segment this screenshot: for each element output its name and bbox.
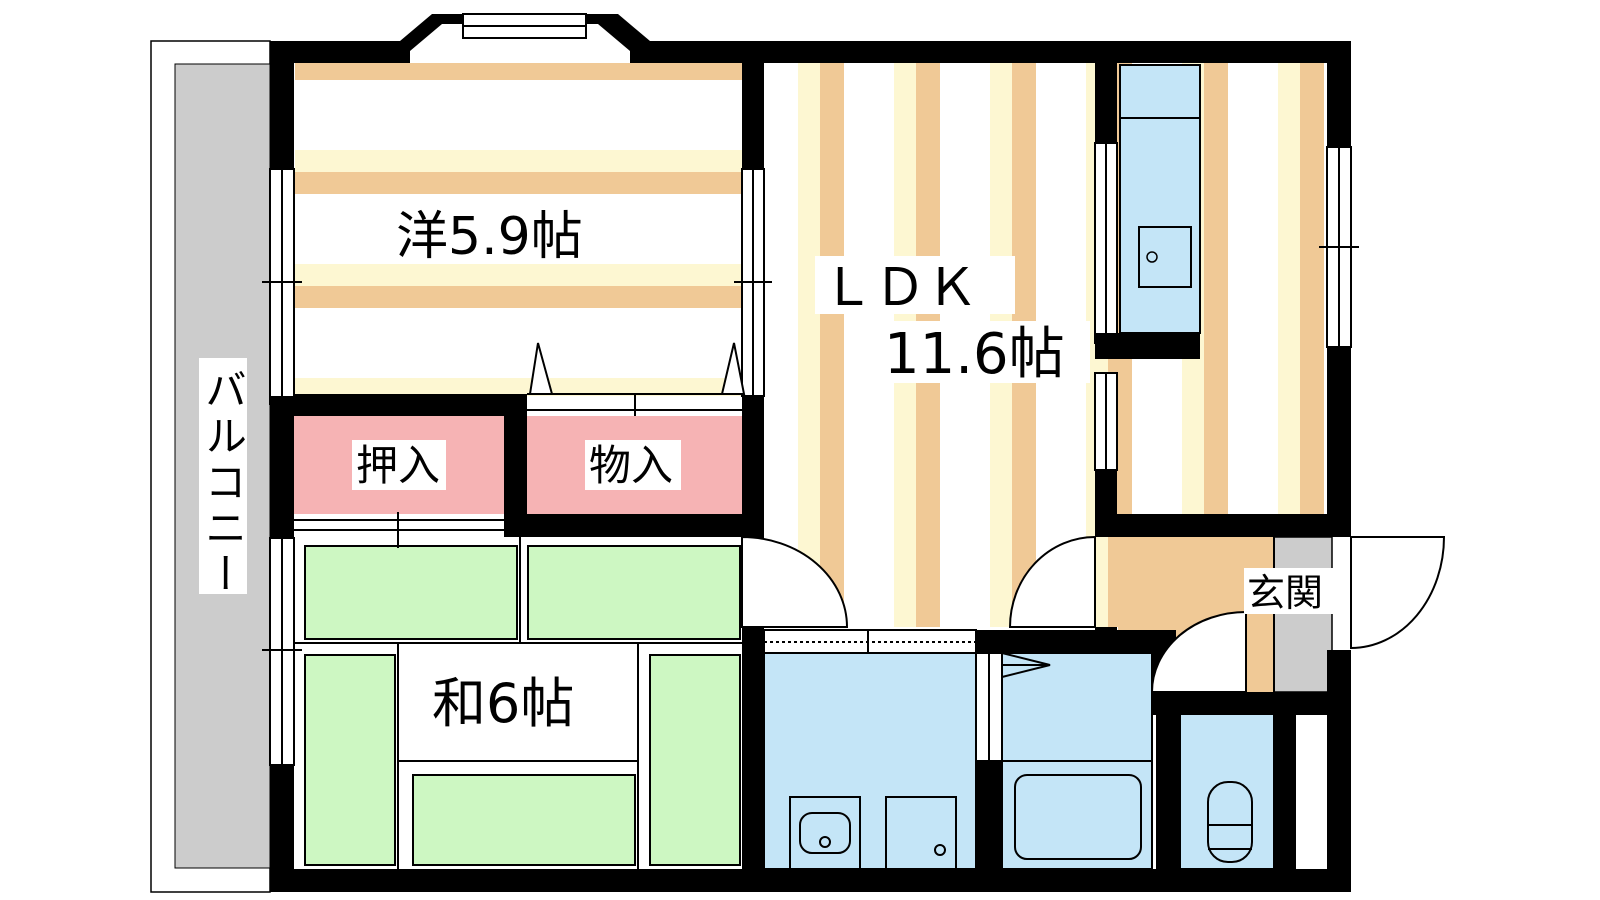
balcony (150, 40, 271, 893)
ldk-size: 11.6帖 (884, 322, 1065, 387)
japanese-room-label: 和6帖 (428, 668, 605, 735)
western-room-name: 洋 (396, 207, 448, 267)
storage-label: 物入 (585, 440, 681, 490)
kitchen-counter (1119, 64, 1201, 334)
tatami-floor (294, 537, 742, 869)
partitions (294, 512, 1274, 762)
svg-text:洋5.9帖: 洋5.9帖 (396, 207, 583, 267)
ldk-name: ＬＤＫ (822, 258, 978, 318)
entrance-text: 玄関 (1247, 571, 1323, 615)
door-arcs (528, 342, 1446, 693)
balcony-text: バルコニー (199, 368, 248, 598)
walls (270, 14, 1351, 892)
western-room-size: 5.9帖 (448, 207, 583, 267)
storage-text: 物入 (589, 441, 673, 490)
balcony-label: バルコニー (199, 358, 248, 598)
ldk-label: ＬＤＫ 11.6帖 (815, 256, 1090, 387)
closet-text: 押入 (356, 441, 440, 490)
svg-text:和6帖: 和6帖 (432, 672, 574, 735)
western-room-label: 洋5.9帖 (390, 200, 635, 267)
japanese-room-name: 和 (432, 672, 486, 735)
wet-areas (763, 652, 1275, 870)
japanese-room-size: 6帖 (486, 672, 574, 735)
entrance-label: 玄関 (1244, 568, 1336, 615)
closet-label: 押入 (352, 440, 446, 490)
